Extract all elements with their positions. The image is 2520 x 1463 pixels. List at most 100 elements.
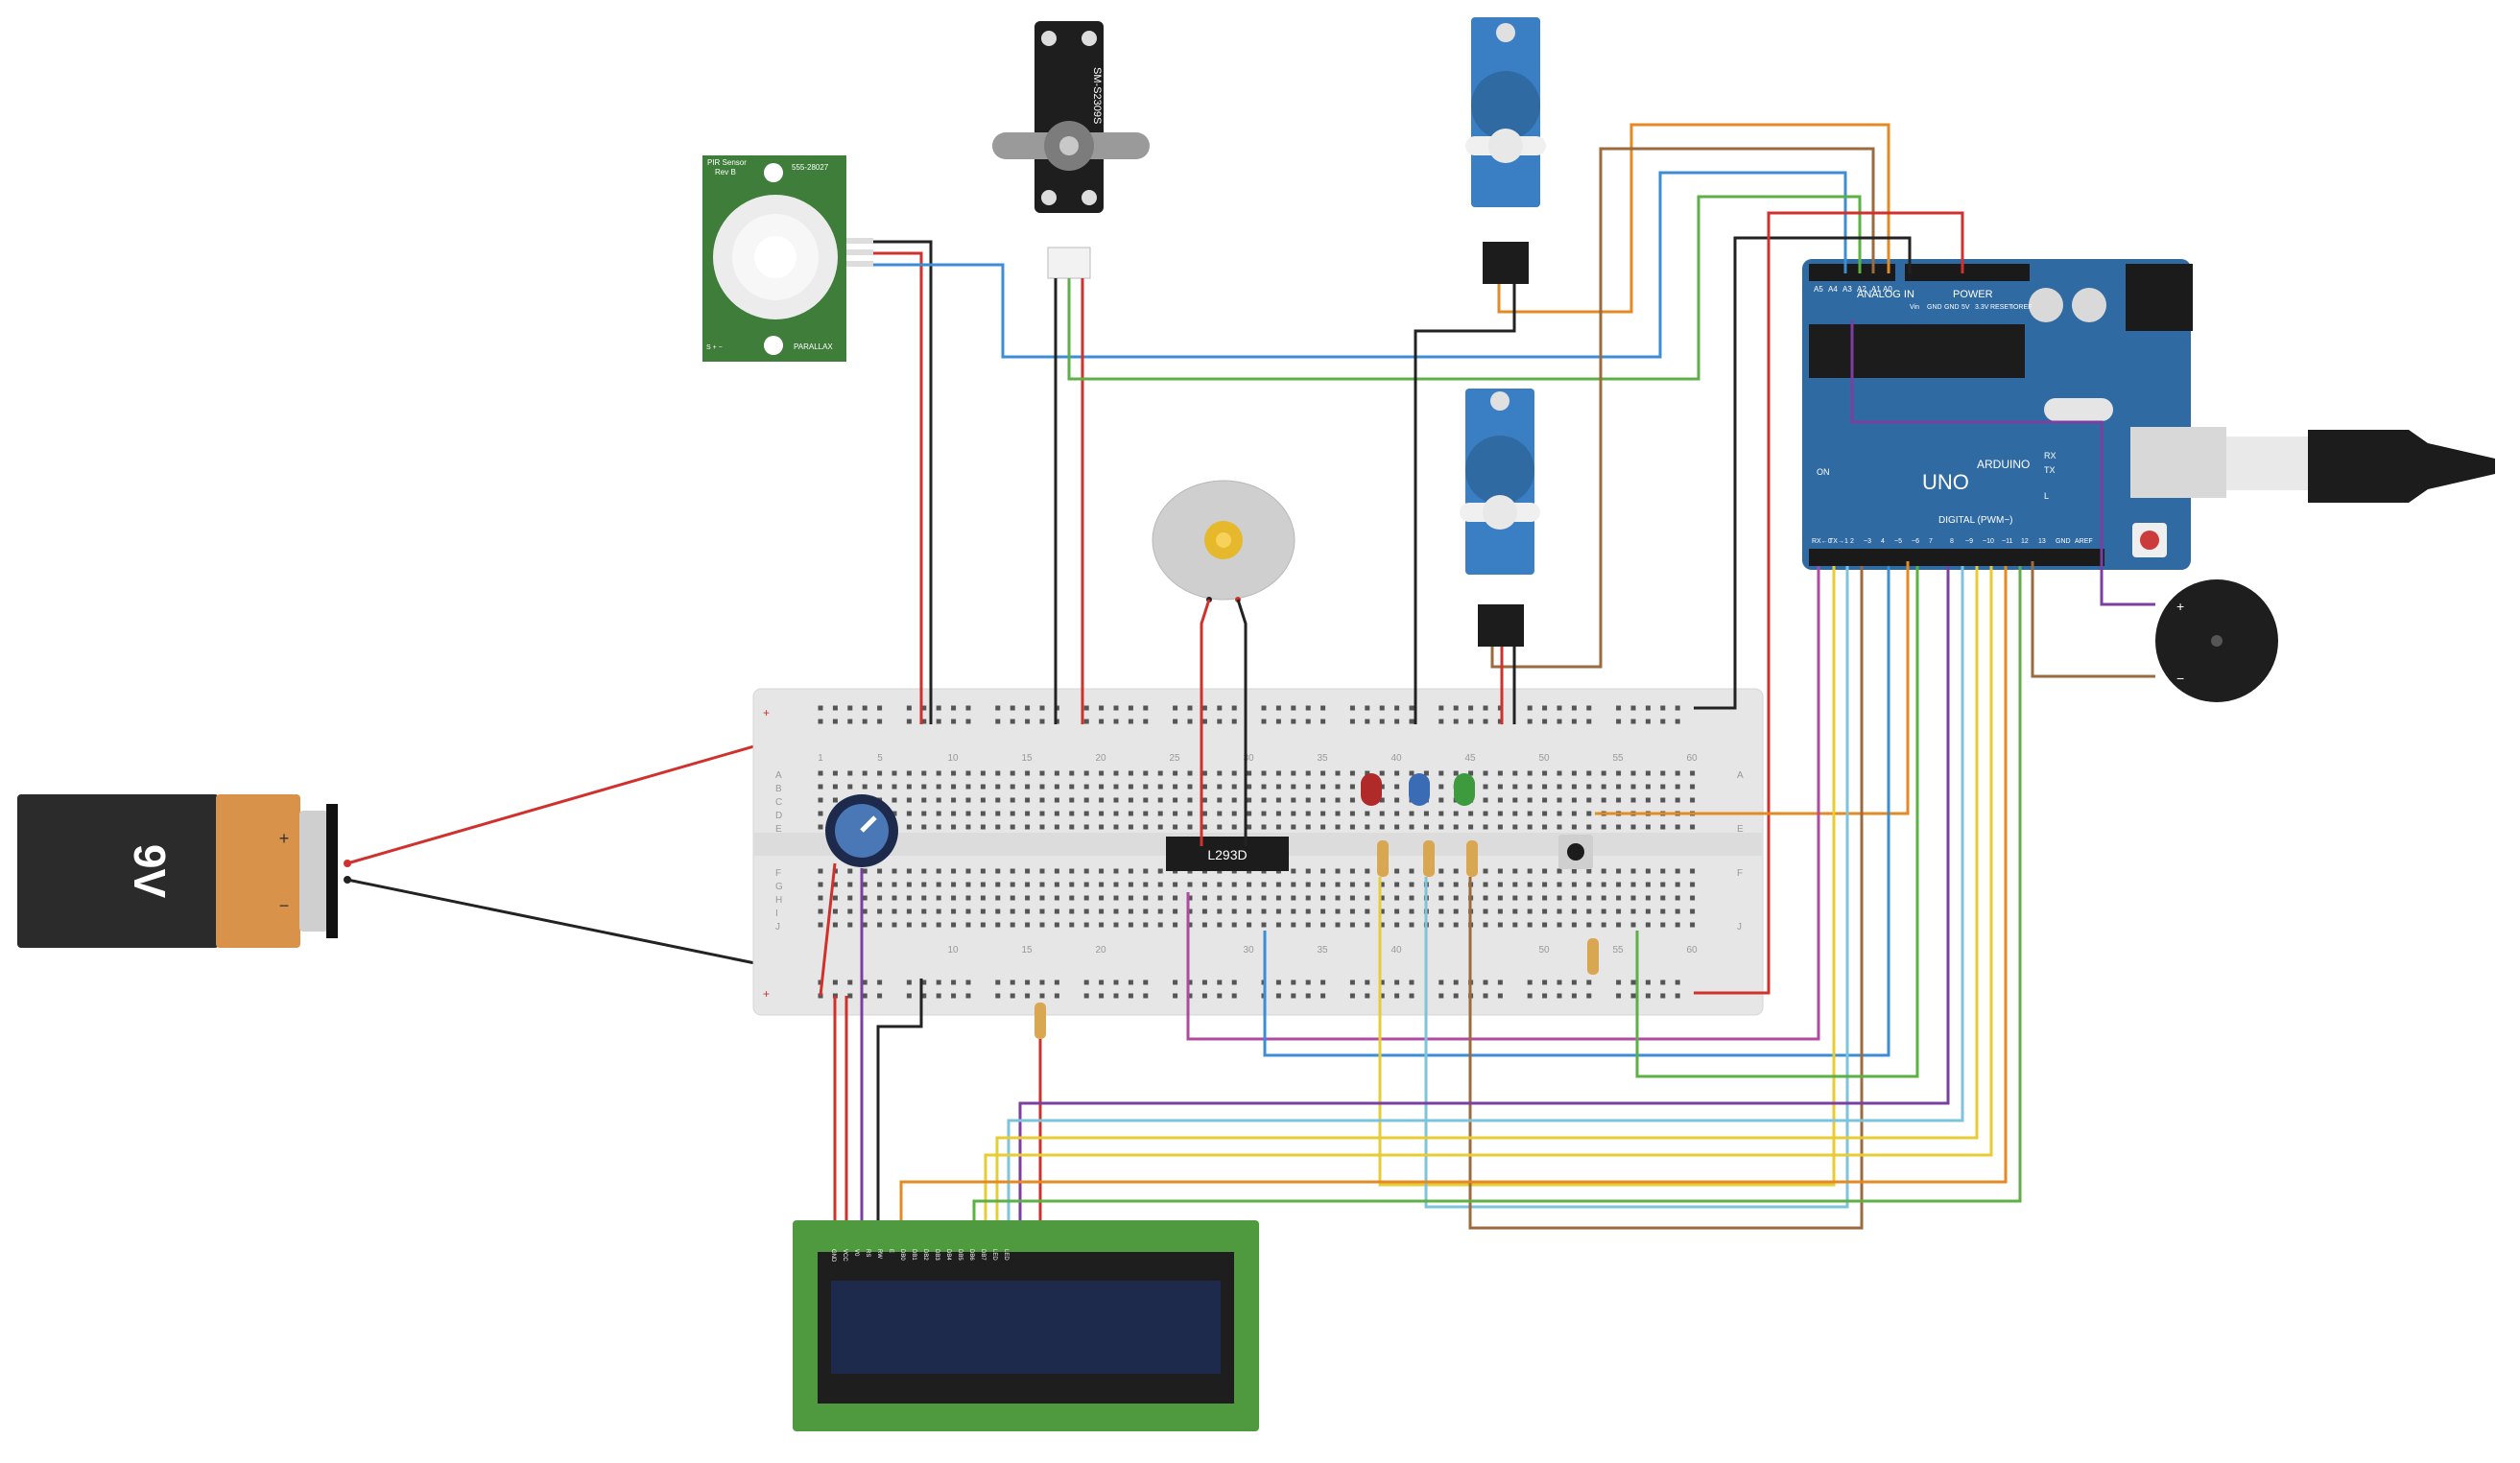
breadboard-hole[interactable] xyxy=(1483,824,1488,830)
breadboard-hole[interactable] xyxy=(1217,719,1223,724)
breadboard-hole[interactable] xyxy=(1143,868,1149,874)
breadboard-hole[interactable] xyxy=(1083,868,1089,874)
breadboard-hole[interactable] xyxy=(832,882,838,887)
breadboard-hole[interactable] xyxy=(1557,868,1562,874)
breadboard-hole[interactable] xyxy=(877,705,883,711)
breadboard-hole[interactable] xyxy=(1616,882,1622,887)
breadboard-hole[interactable] xyxy=(995,993,1001,999)
potentiometer[interactable] xyxy=(825,794,898,867)
breadboard-hole[interactable] xyxy=(1025,979,1031,985)
breadboard-hole[interactable] xyxy=(1527,895,1533,901)
breadboard-hole[interactable] xyxy=(1275,705,1281,711)
breadboard-hole[interactable] xyxy=(951,922,957,928)
breadboard-hole[interactable] xyxy=(1542,705,1548,711)
breadboard-hole[interactable] xyxy=(1365,993,1370,999)
breadboard-hole[interactable] xyxy=(951,824,957,830)
breadboard-hole[interactable] xyxy=(1157,882,1163,887)
breadboard-hole[interactable] xyxy=(1453,868,1459,874)
breadboard-hole[interactable] xyxy=(921,908,927,914)
breadboard-hole[interactable] xyxy=(847,993,853,999)
breadboard-hole[interactable] xyxy=(1010,908,1015,914)
breadboard-hole[interactable] xyxy=(1438,908,1444,914)
breadboard-hole[interactable] xyxy=(877,979,883,985)
breadboard-hole[interactable] xyxy=(1660,882,1666,887)
breadboard-hole[interactable] xyxy=(1468,824,1474,830)
breadboard-hole[interactable] xyxy=(1291,770,1296,776)
breadboard-hole[interactable] xyxy=(1025,784,1031,790)
breadboard-hole[interactable] xyxy=(1128,719,1133,724)
breadboard-hole[interactable] xyxy=(1394,784,1400,790)
breadboard-hole[interactable] xyxy=(1039,784,1045,790)
breadboard-hole[interactable] xyxy=(1143,705,1149,711)
breadboard-hole[interactable] xyxy=(995,719,1001,724)
breadboard-hole[interactable] xyxy=(1275,719,1281,724)
breadboard-hole[interactable] xyxy=(1453,979,1459,985)
resistor-red-led[interactable] xyxy=(1377,840,1389,877)
breadboard-hole[interactable] xyxy=(980,868,986,874)
wire-motor-1[interactable] xyxy=(1200,599,1211,846)
breadboard-hole[interactable] xyxy=(1586,908,1592,914)
breadboard-hole[interactable] xyxy=(1542,882,1548,887)
breadboard-hole[interactable] xyxy=(832,784,838,790)
breadboard-hole[interactable] xyxy=(1305,868,1311,874)
breadboard-hole[interactable] xyxy=(1645,784,1651,790)
breadboard-hole[interactable] xyxy=(1616,824,1622,830)
push-button-cap[interactable] xyxy=(1567,843,1584,861)
arduino-digital-header-low[interactable] xyxy=(1809,549,1951,566)
wire-lcd-db4[interactable] xyxy=(995,566,1979,1220)
breadboard-hole[interactable] xyxy=(1512,922,1518,928)
breadboard-hole[interactable] xyxy=(1409,811,1415,816)
breadboard-hole[interactable] xyxy=(1630,797,1636,803)
wire-motor-2[interactable] xyxy=(1236,599,1248,846)
led-blue[interactable] xyxy=(1409,773,1430,806)
breadboard-hole[interactable] xyxy=(1645,770,1651,776)
breadboard-hole[interactable] xyxy=(1690,908,1696,914)
breadboard-hole[interactable] xyxy=(1025,770,1031,776)
breadboard-hole[interactable] xyxy=(995,922,1001,928)
breadboard-hole[interactable] xyxy=(1394,868,1400,874)
breadboard-hole[interactable] xyxy=(892,797,897,803)
breadboard-hole[interactable] xyxy=(1275,770,1281,776)
breadboard-hole[interactable] xyxy=(1025,811,1031,816)
breadboard-hole[interactable] xyxy=(1039,811,1045,816)
breadboard-hole[interactable] xyxy=(847,705,853,711)
breadboard-hole[interactable] xyxy=(1010,993,1015,999)
breadboard-hole[interactable] xyxy=(1601,908,1606,914)
breadboard-hole[interactable] xyxy=(1261,770,1267,776)
breadboard-hole[interactable] xyxy=(1083,993,1089,999)
breadboard-hole[interactable] xyxy=(1025,705,1031,711)
breadboard-hole[interactable] xyxy=(1586,882,1592,887)
breadboard-hole[interactable] xyxy=(1099,811,1105,816)
breadboard-hole[interactable] xyxy=(936,705,941,711)
breadboard-hole[interactable] xyxy=(1025,797,1031,803)
breadboard-hole[interactable] xyxy=(995,908,1001,914)
breadboard-hole[interactable] xyxy=(877,922,883,928)
breadboard-hole[interactable] xyxy=(1379,811,1385,816)
breadboard-hole[interactable] xyxy=(1660,719,1666,724)
breadboard-hole[interactable] xyxy=(1143,882,1149,887)
breadboard-hole[interactable] xyxy=(1083,770,1089,776)
breadboard-hole[interactable] xyxy=(1379,705,1385,711)
breadboard-hole[interactable] xyxy=(1275,993,1281,999)
wire-button-signal[interactable] xyxy=(1595,561,1910,815)
breadboard-hole[interactable] xyxy=(1217,882,1223,887)
breadboard-hole[interactable] xyxy=(1645,908,1651,914)
breadboard-hole[interactable] xyxy=(1247,770,1252,776)
breadboard-hole[interactable] xyxy=(1394,993,1400,999)
breadboard-hole[interactable] xyxy=(980,811,986,816)
breadboard-hole[interactable] xyxy=(1083,908,1089,914)
breadboard-hole[interactable] xyxy=(1660,922,1666,928)
arduino-reset-button-cap[interactable] xyxy=(2140,531,2159,550)
breadboard-hole[interactable] xyxy=(1291,705,1296,711)
breadboard-hole[interactable] xyxy=(1438,868,1444,874)
breadboard-hole[interactable] xyxy=(1438,882,1444,887)
breadboard-hole[interactable] xyxy=(1143,824,1149,830)
breadboard-hole[interactable] xyxy=(1187,705,1193,711)
breadboard-hole[interactable] xyxy=(1379,784,1385,790)
breadboard-hole[interactable] xyxy=(1157,922,1163,928)
breadboard-hole[interactable] xyxy=(1527,719,1533,724)
breadboard-hole[interactable] xyxy=(1083,824,1089,830)
breadboard-hole[interactable] xyxy=(921,979,927,985)
breadboard-hole[interactable] xyxy=(818,922,823,928)
breadboard-hole[interactable] xyxy=(1394,824,1400,830)
